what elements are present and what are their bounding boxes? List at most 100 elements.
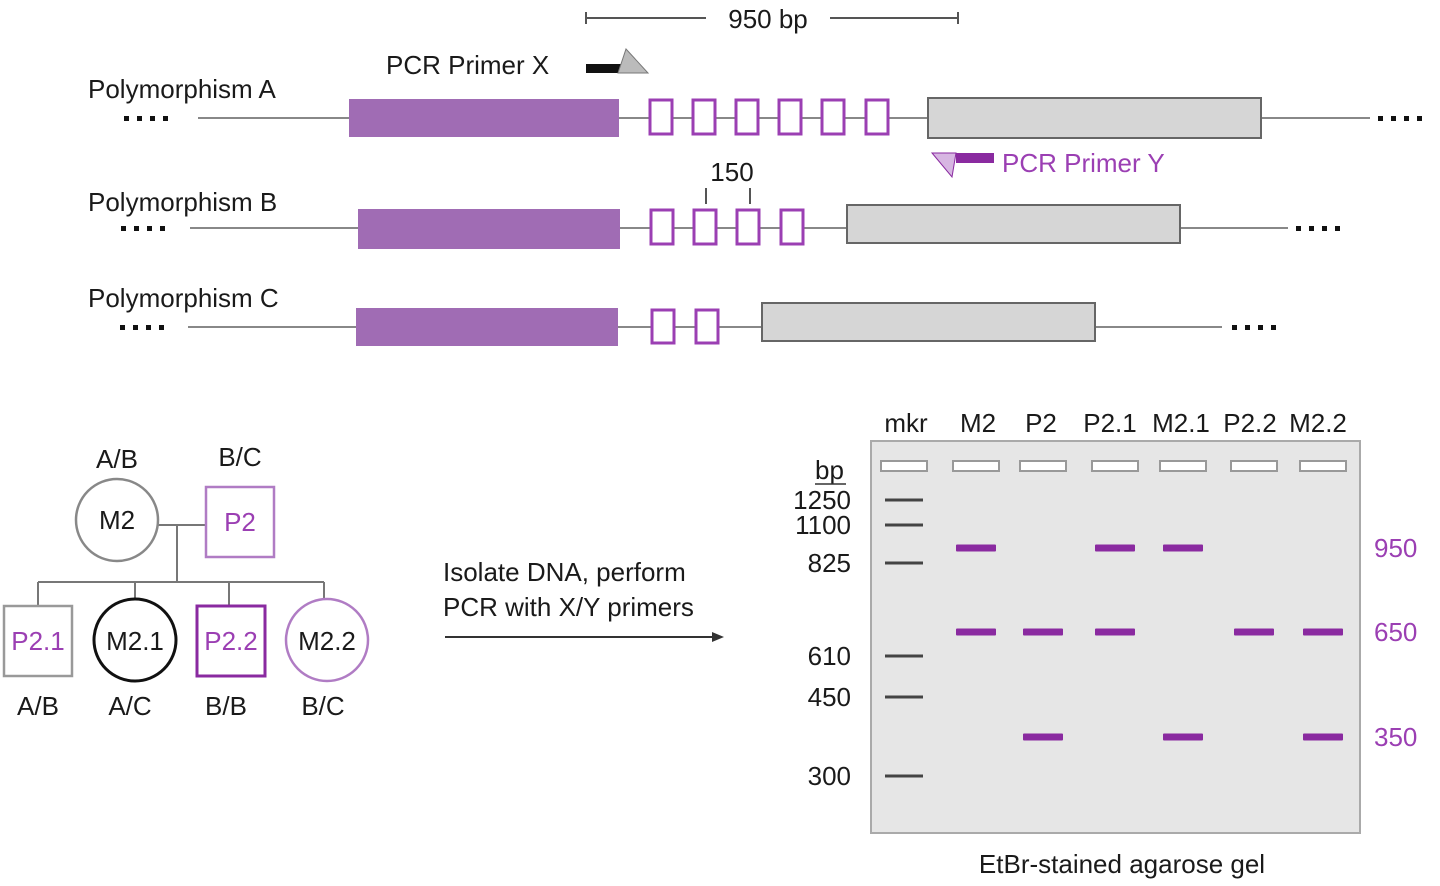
well-m2-1 — [1159, 460, 1207, 472]
marker-band-825 — [885, 561, 923, 565]
polymorphism-a-repeats — [648, 98, 890, 136]
p2-label: P2 — [224, 507, 256, 537]
well-m2-2 — [1299, 460, 1347, 472]
marker-band-610 — [885, 654, 923, 658]
band-size-label-950: 950 — [1374, 533, 1417, 563]
m2-symbol — [74, 477, 160, 563]
band-p2-1-950 — [1095, 544, 1135, 552]
p2-1-genotype: A/B — [17, 691, 59, 721]
polymorphism-a-dots-left — [124, 116, 168, 121]
well-mkr — [880, 460, 928, 472]
polymorphism-b-dots-right — [1296, 226, 1340, 231]
polymorphism-c-grey-exon — [761, 302, 1096, 342]
gel-background — [870, 440, 1361, 834]
band-m2-2-350 — [1303, 733, 1343, 741]
p2-2-label: P2.2 — [204, 626, 258, 656]
well-m2 — [952, 460, 1000, 472]
primer-x: PCR Primer X — [386, 48, 650, 80]
primer-y: PCR Primer Y — [930, 148, 1165, 179]
polymorphism-b: Polymorphism B 150 — [88, 157, 1340, 249]
polymorphism-c-exon — [356, 308, 618, 346]
marker-label-825: 825 — [808, 548, 851, 578]
process-line-1: Isolate DNA, perform — [443, 557, 686, 587]
polymorphism-a-exon — [349, 99, 619, 137]
primer-y-arrow-head — [930, 152, 957, 179]
well-p2-1 — [1091, 460, 1139, 472]
well-p2-2 — [1230, 460, 1278, 472]
band-m2-2-650 — [1303, 628, 1343, 636]
m2-1-genotype: A/C — [108, 691, 151, 721]
polymorphism-b-exon — [358, 209, 620, 249]
marker-band-300 — [885, 774, 923, 778]
gel-caption: EtBr-stained agarose gel — [979, 849, 1265, 879]
gel-band-size-labels: 950 650 350 — [1374, 533, 1417, 752]
p2-2-genotype: B/B — [205, 691, 247, 721]
m2-label: M2 — [99, 505, 135, 535]
polymorphism-a-label: Polymorphism A — [88, 74, 276, 104]
m2-genotype: A/B — [96, 444, 138, 474]
band-size-label-350: 350 — [1374, 722, 1417, 752]
marker-label-610: 610 — [808, 641, 851, 671]
band-size-label-650: 650 — [1374, 617, 1417, 647]
m2-2-label: M2.2 — [298, 626, 356, 656]
polymorphism-b-dots-left — [121, 226, 165, 231]
lane-label-m2-2: M2.2 — [1289, 408, 1347, 438]
well-p2 — [1019, 460, 1067, 472]
repeat-size-label: 150 — [710, 157, 753, 187]
p2-2-symbol — [195, 604, 267, 678]
gel-bands — [956, 544, 1343, 741]
band-m2-1-350 — [1163, 733, 1203, 741]
marker-band-1100 — [885, 523, 923, 527]
polymorphism-c-label: Polymorphism C — [88, 283, 279, 313]
p2-1-symbol — [2, 604, 74, 678]
gel-bp-label: bp — [815, 455, 844, 485]
band-p2-1-650 — [1095, 628, 1135, 636]
p2-1-label: P2.1 — [11, 626, 65, 656]
lane-label-m2: M2 — [960, 408, 996, 438]
marker-label-1100: 1100 — [795, 510, 851, 540]
scale-bar: 950 bp — [585, 4, 959, 34]
pedigree: A/B M2 B/C P2 P2.1 A/B M2.1 A/C P2.2 B/B… — [2, 442, 370, 721]
polymorphism-c-dots-right — [1232, 325, 1276, 330]
marker-band-450 — [885, 695, 923, 699]
band-m2-650 — [956, 628, 996, 636]
lane-label-mkr: mkr — [884, 408, 928, 438]
polymorphism-a-dots-right — [1378, 116, 1422, 121]
lane-label-p2: P2 — [1025, 408, 1057, 438]
p2-symbol — [204, 485, 276, 559]
band-p2-650 — [1023, 628, 1063, 636]
polymorphism-c-repeats — [650, 308, 720, 345]
polymorphism-a: Polymorphism A — [88, 74, 1422, 139]
polymorphism-c: Polymorphism C — [88, 283, 1276, 346]
marker-label-1250: 1250 — [793, 485, 851, 515]
band-m2-1-950 — [1163, 544, 1203, 552]
marker-band-1250 — [885, 498, 923, 502]
band-p2-350 — [1023, 733, 1063, 741]
polymorphism-c-dots-left — [120, 325, 164, 330]
primer-y-label: PCR Primer Y — [1002, 148, 1165, 178]
scale-bar-label: 950 bp — [728, 4, 808, 34]
polymorphism-b-label: Polymorphism B — [88, 187, 277, 217]
gel-wells — [880, 460, 1347, 472]
marker-label-300: 300 — [808, 761, 851, 791]
process-line-2: PCR with X/Y primers — [443, 592, 694, 622]
primer-y-arrow-shaft — [956, 153, 994, 163]
band-m2-950 — [956, 544, 996, 552]
polymorphism-b-grey-exon — [846, 204, 1181, 244]
primer-x-arrow-shaft — [586, 64, 622, 73]
band-p2-2-650 — [1234, 628, 1274, 636]
m2-2-genotype: B/C — [301, 691, 344, 721]
marker-label-450: 450 — [808, 682, 851, 712]
m2-1-symbol — [92, 597, 178, 683]
polymorphism-b-repeats — [649, 208, 805, 246]
m2-2-symbol — [284, 597, 370, 683]
process-step: Isolate DNA, perform PCR with X/Y primer… — [443, 557, 724, 642]
primer-x-arrow-head — [617, 48, 650, 74]
process-arrow-head — [712, 632, 724, 642]
polymorphism-a-grey-exon — [927, 97, 1262, 139]
lane-label-p2-1: P2.1 — [1083, 408, 1137, 438]
